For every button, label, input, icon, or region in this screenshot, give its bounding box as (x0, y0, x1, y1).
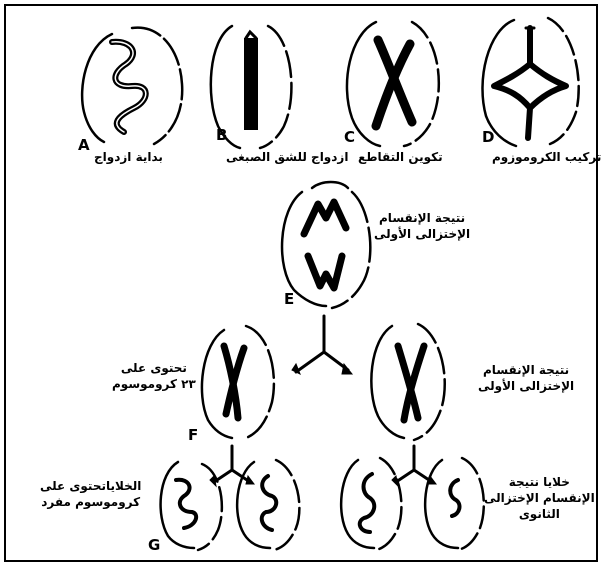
label-d: D (482, 130, 494, 145)
cell-e (282, 182, 370, 308)
label-g: G (148, 538, 160, 553)
label-f: F (188, 428, 198, 443)
note-g-left: الخلاياتحتوى على كروموسوم مفرد (40, 478, 141, 510)
chromosome-e-upper (304, 202, 346, 234)
cell-a (82, 28, 182, 144)
chromosome-g-3 (360, 474, 375, 532)
cell-f-left (202, 326, 274, 438)
note-e-result: نتيجة الإنقسام الإختزالى الأولى (374, 210, 470, 242)
label-a: A (78, 138, 90, 153)
cell-d (482, 18, 578, 146)
note-f-left: تحتوى على ٢٣ كروموسوم (112, 360, 196, 392)
cell-g-1 (161, 462, 222, 550)
note-f-right: نتيجة الإنقسام الإختزالى الأولى (478, 362, 574, 394)
cell-g-2 (237, 460, 299, 550)
label-e: E (284, 292, 294, 307)
chromosome-g-4 (450, 480, 459, 516)
caption-c: تكوين التقاطع (358, 150, 443, 165)
caption-d: تركيب الكروموزوم (492, 150, 601, 165)
caption-a: بداية ازدواج (94, 150, 163, 165)
split-connector-top (292, 316, 352, 374)
chromosome-d (494, 28, 566, 138)
chromosome-g-1 (176, 480, 196, 528)
note-g-right: خلايا نتيجة الإنقسام الإختزالى الثانوى (484, 474, 595, 522)
chromosome-g-2 (262, 476, 277, 530)
cell-g-3 (341, 458, 401, 550)
label-c: C (344, 130, 355, 145)
chromosome-e-lower (308, 256, 342, 288)
caption-b: ازدواج للشق الصبغى (226, 150, 348, 165)
label-b: B (216, 128, 227, 143)
chromosome-b (244, 38, 258, 130)
cell-g-4 (425, 458, 484, 550)
cell-f-right (371, 324, 444, 440)
cell-c (347, 22, 439, 146)
